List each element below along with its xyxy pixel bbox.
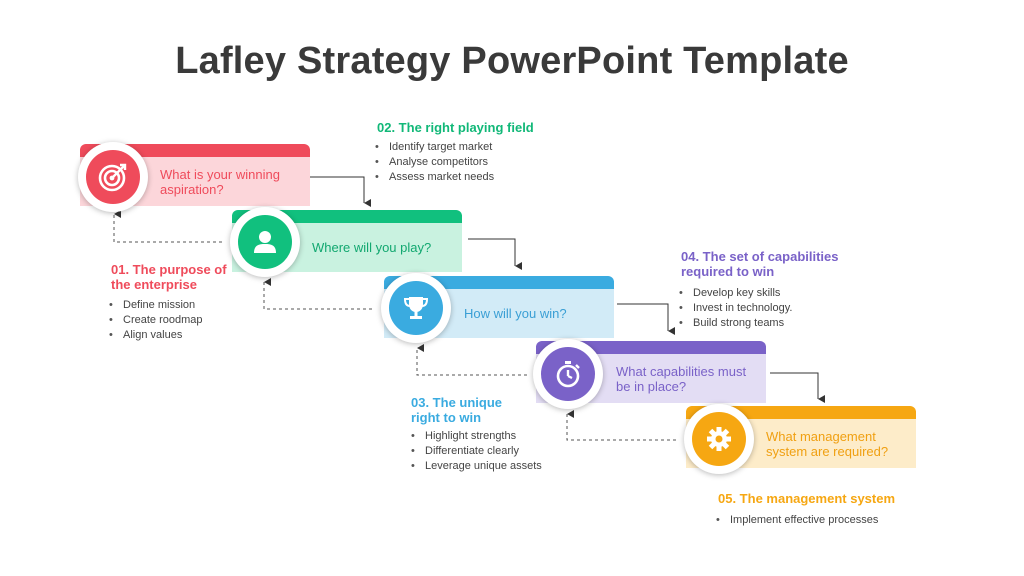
- arrow-3-to-4: [617, 303, 675, 335]
- step-2-bullets: Identify target market Analyse competito…: [375, 140, 575, 185]
- step-1-question: What is your winning aspiration?: [160, 166, 280, 197]
- list-item: Build strong teams: [679, 316, 859, 331]
- step-3-heading: 03. The unique right to win: [411, 395, 503, 425]
- step-4-question: What capabilities must be in place?: [616, 363, 747, 394]
- feedback-arrow-4-to-3: [416, 344, 527, 376]
- list-item: Define mission: [109, 298, 259, 313]
- step-1-bullets: Define mission Create roodmap Align valu…: [109, 298, 259, 343]
- step-5-question: What management system are required?: [766, 428, 889, 459]
- step-2-question: Where will you play?: [312, 240, 432, 255]
- step-1-icon-badge: [78, 142, 148, 212]
- gear-icon: [707, 427, 731, 451]
- arrow-2-to-3: [468, 238, 522, 270]
- target-icon: [98, 163, 127, 192]
- list-item: Develop key skills: [679, 286, 859, 301]
- list-item: Assess market needs: [375, 170, 575, 185]
- trophy-icon: [403, 297, 429, 319]
- feedback-arrow-2-to-1: [113, 210, 222, 243]
- step-5-heading: 05. The management system: [718, 491, 896, 506]
- step-4-icon-badge: [533, 339, 603, 409]
- step-2-icon-badge: [230, 207, 300, 277]
- step-5-icon-badge: [684, 404, 754, 474]
- stopwatch-icon: [556, 361, 580, 388]
- feedback-arrow-3-to-2: [263, 278, 372, 310]
- list-item: Analyse competitors: [375, 155, 575, 170]
- step-1-heading: 01. The purpose of the enterprise: [111, 262, 227, 292]
- list-item: Highlight strengths: [411, 429, 591, 444]
- arrow-1-to-2: [310, 176, 371, 207]
- step-3-icon-badge: [381, 273, 451, 343]
- arrow-4-to-5: [770, 372, 825, 403]
- step-4-bullets: Develop key skills Invest in technology.…: [679, 286, 859, 331]
- step-3-question: How will you win?: [464, 306, 567, 321]
- list-item: Identify target market: [375, 140, 575, 155]
- step-2-heading: 02. The right playing field: [377, 120, 534, 135]
- step-5-bullets: Implement effective processes: [716, 513, 936, 528]
- list-item: Invest in technology.: [679, 301, 859, 316]
- user-icon: [254, 231, 276, 253]
- step-4-heading: 04. The set of capabilities required to …: [681, 249, 839, 279]
- list-item: Implement effective processes: [716, 513, 936, 528]
- list-item: Leverage unique assets: [411, 459, 591, 474]
- page-title: Lafley Strategy PowerPoint Template: [175, 40, 849, 82]
- list-item: Align values: [109, 328, 259, 343]
- step-3-bullets: Highlight strengths Differentiate clearl…: [411, 429, 591, 474]
- list-item: Create roodmap: [109, 313, 259, 328]
- list-item: Differentiate clearly: [411, 444, 591, 459]
